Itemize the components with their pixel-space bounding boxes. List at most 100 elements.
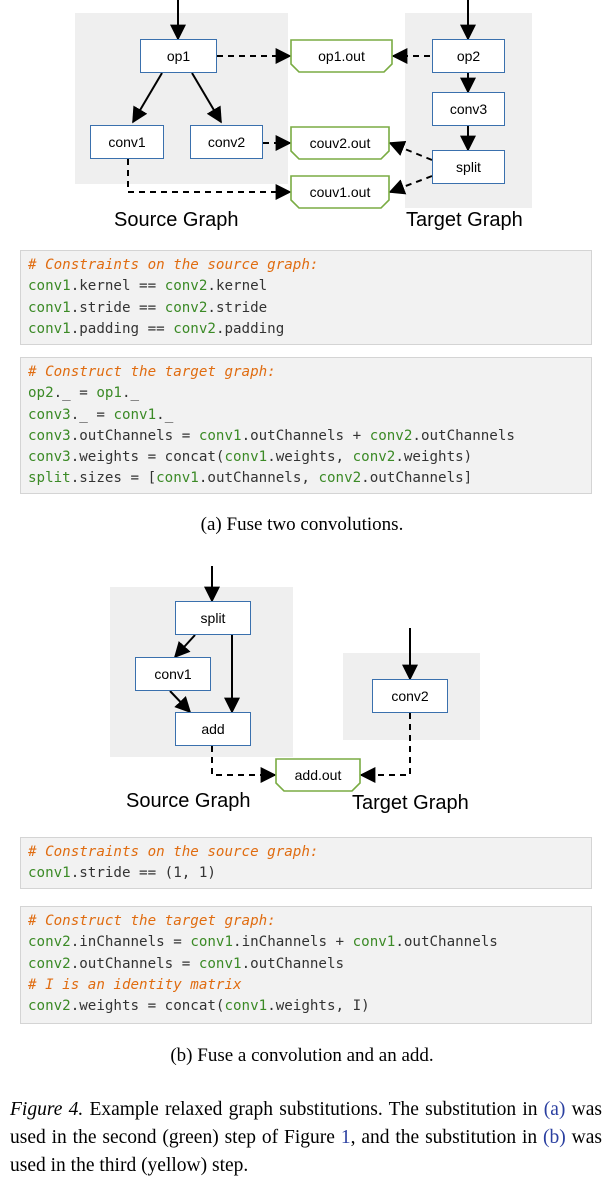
node-conv1-b: conv1 [135, 657, 211, 691]
figure-caption-text-3: , and the substitution in [350, 1127, 544, 1148]
code-identifier: conv1 [198, 955, 242, 972]
code-identifier: conv1 [352, 934, 396, 951]
constraints-code-b: # Constraints on the source graph: conv1.… [20, 837, 592, 889]
code-line: # Construct the target graph: [28, 911, 591, 932]
code-comment: # Constraints on the source graph: [28, 257, 319, 273]
figure-caption-text-2: was used in the second (green) step of F… [10, 1099, 602, 1148]
output-conv2-out-label: couv2.out [309, 135, 371, 151]
code-identifier: conv1 [198, 427, 242, 444]
node-split-b: split [175, 601, 251, 635]
ref-subfigure-b[interactable]: (b) [543, 1127, 566, 1148]
code-text: .stride == (1, 1) [70, 865, 216, 882]
source-graph-label-b: Source Graph [126, 790, 251, 812]
output-op1-out-label: op1.out [318, 48, 365, 64]
code-text: .weights, [267, 449, 353, 466]
code-identifier: conv3 [28, 427, 71, 444]
code-text: .padding [215, 320, 285, 337]
code-line: op2._ = op1._ [28, 383, 591, 404]
code-identifier: split [28, 470, 71, 487]
constraints-code-a: # Constraints on the source graph: conv1.… [20, 250, 592, 345]
code-comment: # Constraints on the source graph: [28, 844, 319, 860]
code-text: .inChannels + [233, 934, 353, 951]
target-graph-label-b: Target Graph [352, 792, 469, 814]
code-identifier: conv2 [369, 427, 413, 444]
code-text: .outChannels + [241, 427, 370, 444]
code-identifier: conv3 [28, 449, 71, 466]
code-text: .outChannels [412, 427, 515, 444]
caption-a: (a) Fuse two convolutions. [200, 514, 404, 535]
code-text: .weights) [395, 449, 473, 466]
code-identifier: conv1 [28, 320, 71, 337]
code-text: .kernel [207, 278, 268, 295]
code-line: conv3.weights = concat(conv1.weights, co… [28, 447, 591, 468]
code-text: .outChannels = [70, 955, 199, 972]
code-text: .padding == [70, 320, 174, 337]
code-line: conv1.stride == (1, 1) [28, 863, 591, 884]
node-conv2: conv2 [190, 125, 263, 159]
figure-caption-text-4: was used in the third (yellow) step. [10, 1127, 602, 1176]
output-add-out-label: add.out [294, 767, 342, 783]
code-identifier: conv2 [28, 955, 71, 972]
code-text: ._ = [53, 385, 97, 402]
node-op1: op1 [140, 39, 217, 73]
code-line: # Constraints on the source graph: [28, 255, 591, 276]
code-line: # Constraints on the source graph: [28, 842, 591, 863]
code-identifier: conv2 [164, 299, 208, 316]
code-identifier: conv1 [156, 470, 199, 487]
code-text: .weights = concat( [70, 998, 225, 1015]
code-text: .weights = concat( [70, 449, 225, 466]
caption-b: (b) Fuse a convolution and an add. [170, 1045, 434, 1066]
code-identifier: conv2 [164, 278, 208, 295]
code-line: conv2.inChannels = conv1.inChannels + co… [28, 932, 591, 953]
code-identifier: conv1 [113, 406, 157, 423]
code-text: ._ [156, 406, 174, 423]
node-op2: op2 [432, 39, 505, 73]
code-identifier: conv1 [190, 934, 234, 951]
code-identifier: conv1 [28, 865, 71, 882]
node-add-b: add [175, 712, 251, 746]
figure-label: Figure 4. [10, 1099, 84, 1120]
ref-subfigure-a[interactable]: (a) [543, 1099, 566, 1120]
figure-b-edges [169, 566, 418, 783]
code-identifier: conv1 [224, 998, 268, 1015]
source-graph-label-a: Source Graph [114, 209, 239, 231]
code-text: .stride [207, 299, 268, 316]
code-line: split.sizes = [conv1.outChannels, conv2.… [28, 468, 591, 489]
node-conv3: conv3 [432, 92, 505, 126]
construct-code-a: # Construct the target graph: op2._ = op1… [20, 357, 592, 494]
code-text: .outChannels] [361, 470, 473, 487]
code-text: .outChannels [395, 934, 498, 951]
code-identifier: conv2 [173, 320, 216, 337]
output-op1-out: op1.out [290, 39, 393, 73]
code-text: .inChannels = [70, 934, 191, 951]
output-conv2-out: couv2.out [290, 126, 390, 160]
code-line: # I is an identity matrix [28, 975, 591, 996]
node-conv1: conv1 [90, 125, 164, 159]
code-text: .stride == [70, 299, 165, 316]
code-text: .outChannels [241, 955, 345, 972]
code-comment: # Construct the target graph: [28, 913, 276, 929]
output-add-out: add.out [275, 758, 361, 792]
code-comment: # I is an identity matrix [28, 976, 242, 993]
node-conv2-b: conv2 [372, 679, 448, 713]
target-graph-label-a: Target Graph [406, 209, 523, 231]
code-comment: # Construct the target graph: [28, 364, 276, 380]
code-identifier: op1 [96, 385, 122, 402]
ref-figure-1[interactable]: 1 [340, 1127, 351, 1148]
code-identifier: conv2 [28, 998, 71, 1015]
code-text: .weights, I) [267, 998, 370, 1015]
node-split: split [432, 150, 505, 184]
code-text: .outChannels = [70, 427, 199, 444]
code-text: .kernel == [70, 278, 165, 295]
code-text: ._ = [70, 406, 114, 423]
code-line: conv3._ = conv1._ [28, 405, 591, 426]
code-identifier: conv1 [28, 278, 71, 295]
code-line: conv1.padding == conv2.padding [28, 319, 591, 340]
construct-code-b: # Construct the target graph:conv2.inCha… [20, 906, 592, 1024]
code-identifier: conv1 [224, 449, 268, 466]
code-line: conv3.outChannels = conv1.outChannels + … [28, 426, 591, 447]
code-line: conv1.stride == conv2.stride [28, 298, 591, 319]
code-identifier: conv2 [352, 449, 396, 466]
code-identifier: conv1 [28, 299, 71, 316]
code-identifier: conv2 [28, 934, 71, 951]
